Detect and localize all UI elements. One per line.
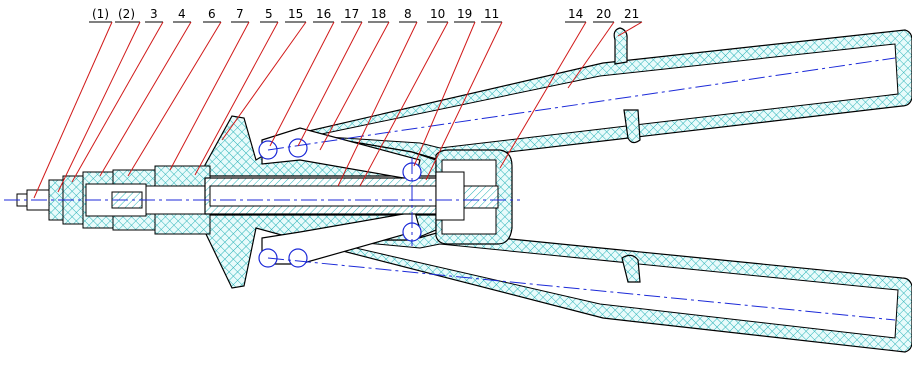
pin-upper-handle [288,138,308,158]
label-14: 14 [568,7,583,21]
centerlines [4,57,896,321]
label-21: 21 [624,7,639,21]
label-6: 6 [208,7,216,21]
label-8: 8 [404,7,412,21]
upper-handle [299,27,912,161]
label-1: (1) [92,7,109,21]
label-7: 7 [236,7,244,21]
end-cap [435,149,513,245]
label-2: (2) [118,7,135,21]
label-5: 5 [265,7,273,21]
pull-rod [204,177,461,215]
lower-handle [299,231,912,353]
label-11: 11 [484,7,499,21]
label-16: 16 [316,7,331,21]
label-18: 18 [371,7,386,21]
label-20: 20 [596,7,611,21]
label-19: 19 [457,7,472,21]
pin-lower-handle [288,248,308,268]
label-10: 10 [430,7,445,21]
label-17: 17 [344,7,359,21]
pins [258,138,422,268]
label-4: 4 [178,7,186,21]
leader-lines [33,21,643,199]
callout-labels: (1) (2) 3 4 6 7 5 15 16 17 18 8 10 19 11… [92,7,639,21]
label-3: 3 [150,7,158,21]
label-15: 15 [288,7,303,21]
